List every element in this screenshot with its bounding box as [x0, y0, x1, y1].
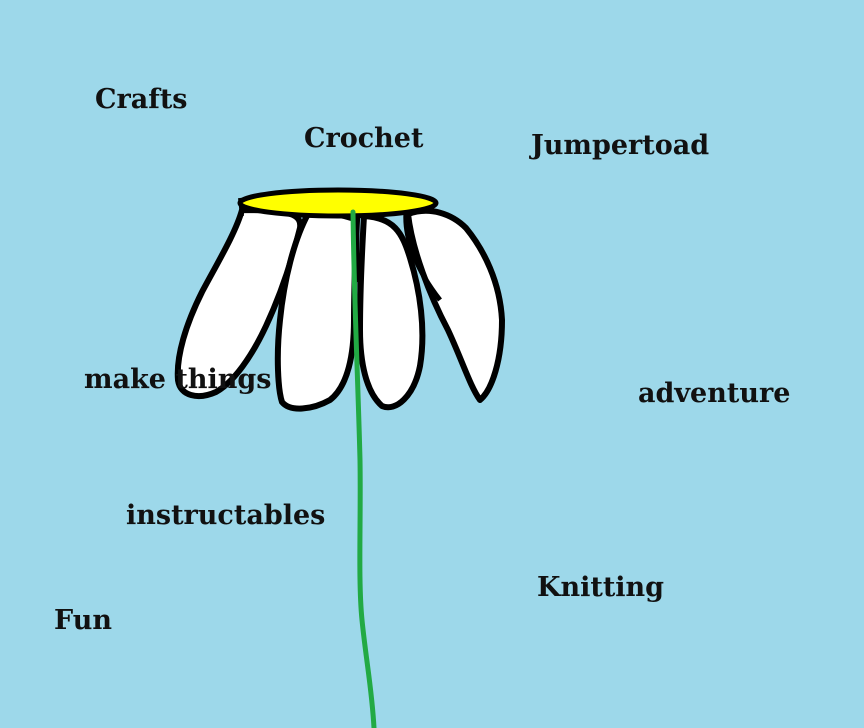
petal-divider [403, 211, 442, 302]
word-adventure: adventure [638, 378, 791, 409]
daisy-petals [174, 207, 505, 412]
petal-3 [357, 213, 426, 411]
petal-divider [238, 197, 244, 217]
word-make-things: make things [84, 364, 272, 395]
word-jumpertoad: Jumpertoad [531, 130, 710, 161]
word-instructables: instructables [126, 500, 326, 531]
daisy-stem [350, 209, 377, 728]
petal-4 [405, 207, 505, 403]
word-knitting: Knitting [537, 572, 665, 603]
word-fun: Fun [54, 605, 112, 636]
word-crafts: Crafts [95, 84, 188, 115]
word-crochet: Crochet [304, 123, 424, 154]
